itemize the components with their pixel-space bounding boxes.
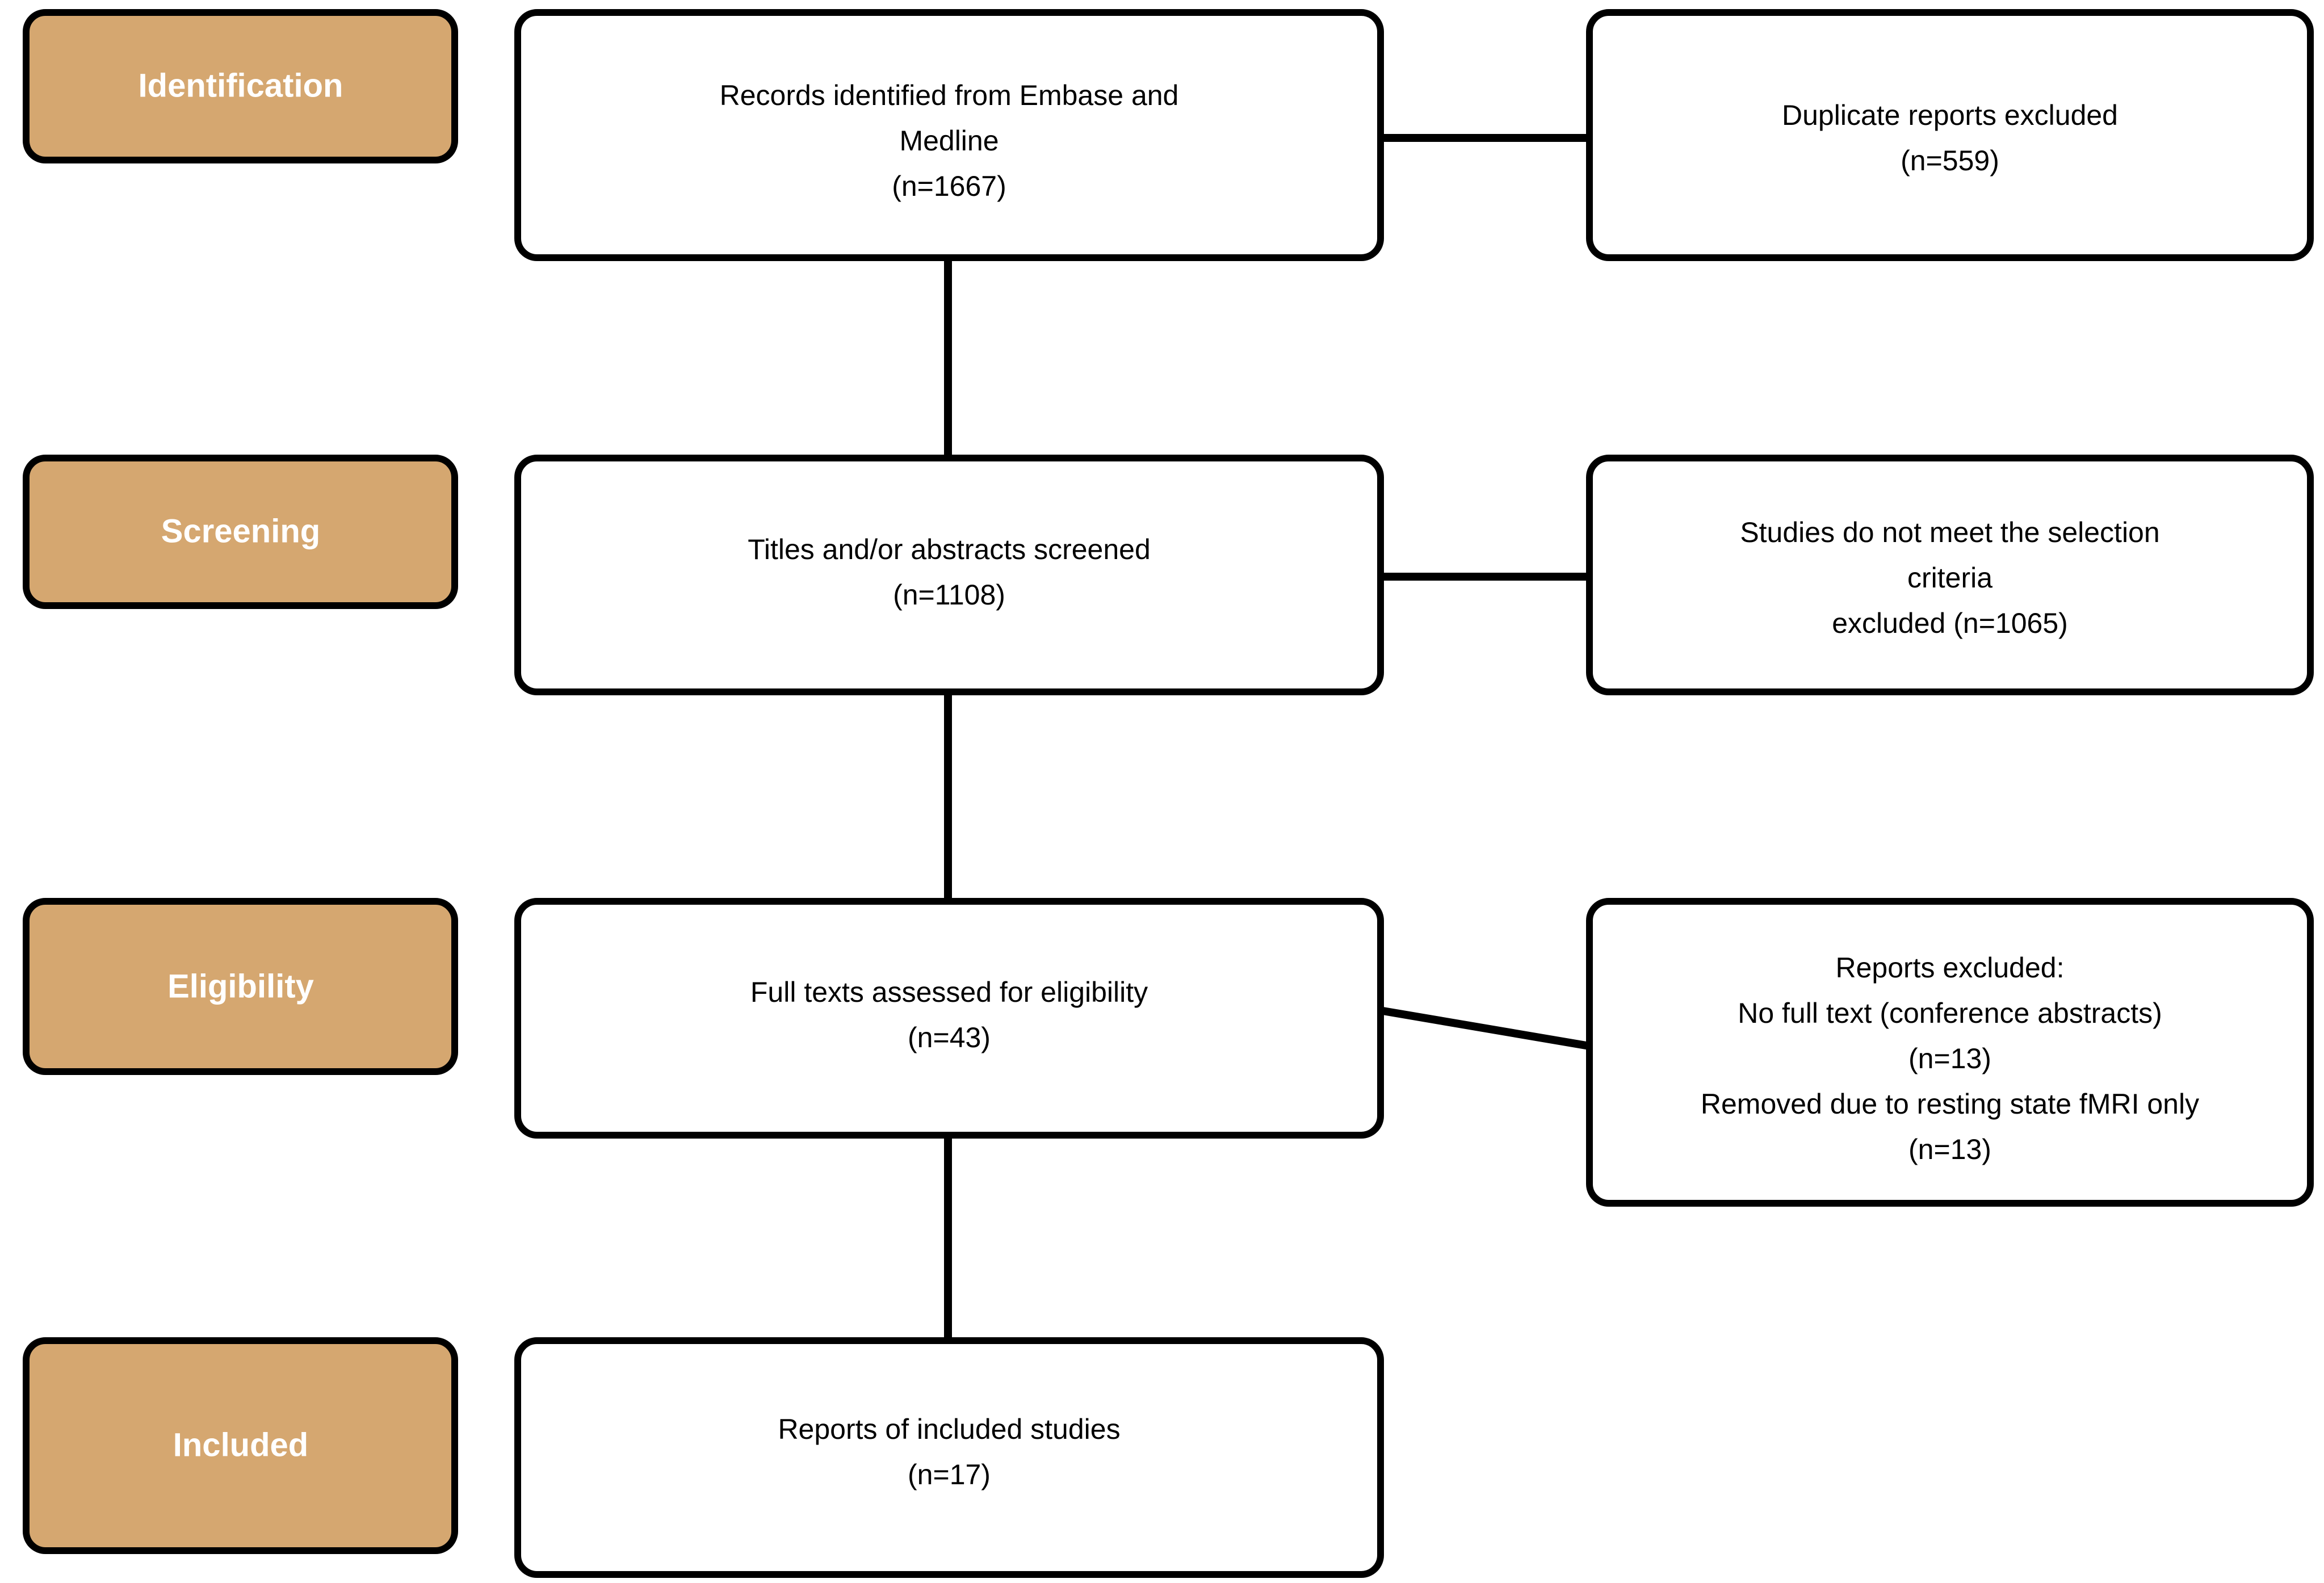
exclusion-box-duplicates-line-1: Duplicate reports excluded	[1782, 99, 2118, 131]
exclusion-box-reports-excluded-line-4: Removed due to resting state fMRI only	[1701, 1088, 2199, 1120]
stage-label-eligibility: Eligibility	[167, 968, 314, 1005]
exclusion-box-reports-excluded-line-2: No full text (conference abstracts)	[1738, 997, 2162, 1029]
main-box-reports-included-line-1: Reports of included studies	[778, 1413, 1120, 1445]
main-box-titles-abstracts-screened-line-1: Titles and/or abstracts screened	[748, 534, 1151, 565]
stage-label-identification: Identification	[139, 67, 343, 104]
stage-box-included[interactable]: Included	[23, 1337, 458, 1554]
main-column: Records identified from Embase and Medli…	[514, 9, 1384, 1578]
exclusion-box-reports-excluded-line-5: (n=13)	[1908, 1133, 1991, 1165]
stage-box-eligibility-shape	[23, 898, 458, 1075]
stage-box-identification[interactable]: Identification	[23, 9, 458, 163]
stage-column: Identification Screening Eligibility Inc…	[23, 9, 458, 1554]
main-box-records-identified-line-2: Medline	[899, 125, 999, 157]
exclusion-box-reports-excluded-line-3: (n=13)	[1908, 1043, 1991, 1074]
exclusion-box-selection-criteria-line-3: excluded (n=1065)	[1832, 607, 2068, 639]
stage-box-eligibility[interactable]: Eligibility	[23, 898, 458, 1075]
main-box-records-identified[interactable]: Records identified from Embase and Medli…	[514, 9, 1384, 261]
exclusion-box-selection-criteria-line-2: criteria	[1907, 562, 1992, 594]
main-box-records-identified-line-1: Records identified from Embase and	[720, 79, 1179, 111]
exclusion-box-selection-criteria-line-1: Studies do not meet the selection	[1740, 517, 2159, 548]
stage-label-screening: Screening	[161, 513, 320, 549]
main-box-records-identified-line-3: (n=1667)	[892, 170, 1006, 202]
main-box-full-texts-assessed-shape	[514, 898, 1384, 1139]
exclusion-column: Duplicate reports excluded (n=559) Studi…	[1586, 9, 2314, 1207]
exclusion-box-duplicates[interactable]: Duplicate reports excluded (n=559)	[1586, 9, 2314, 261]
main-box-full-texts-assessed-line-2: (n=43)	[908, 1022, 991, 1053]
exclusion-box-duplicates-line-2: (n=559)	[1901, 145, 1999, 177]
main-box-titles-abstracts-screened-line-2: (n=1108)	[893, 579, 1005, 611]
stage-label-included: Included	[173, 1426, 308, 1463]
main-box-titles-abstracts-screened-shape	[514, 455, 1384, 695]
stage-box-screening[interactable]: Screening	[23, 455, 458, 609]
main-box-reports-included-line-2: (n=17)	[908, 1459, 991, 1490]
main-box-titles-abstracts-screened[interactable]: Titles and/or abstracts screened (n=1108…	[514, 455, 1384, 695]
exclusion-box-reports-excluded-shape	[1586, 898, 2314, 1207]
main-box-records-identified-shape	[514, 9, 1384, 261]
main-box-reports-included[interactable]: Reports of included studies (n=17)	[514, 1337, 1384, 1578]
main-box-full-texts-assessed[interactable]: Full texts assessed for eligibility (n=4…	[514, 898, 1384, 1139]
exclusion-box-selection-criteria-shape	[1586, 455, 2314, 695]
stage-box-identification-shape	[23, 9, 458, 163]
exclusion-box-selection-criteria[interactable]: Studies do not meet the selection criter…	[1586, 455, 2314, 695]
stage-box-included-shape	[23, 1337, 458, 1554]
exclusion-box-reports-excluded-line-1: Reports excluded:	[1835, 952, 2064, 984]
stage-box-screening-shape	[23, 455, 458, 609]
main-box-full-texts-assessed-line-1: Full texts assessed for eligibility	[750, 976, 1148, 1008]
main-box-reports-included-shape	[514, 1337, 1384, 1578]
exclusion-box-reports-excluded[interactable]: Reports excluded: No full text (conferen…	[1586, 898, 2314, 1207]
exclusion-box-duplicates-shape	[1586, 9, 2314, 261]
connector-eligibility-to-excluded	[1378, 1006, 1591, 1050]
connectors	[944, 134, 1591, 1345]
